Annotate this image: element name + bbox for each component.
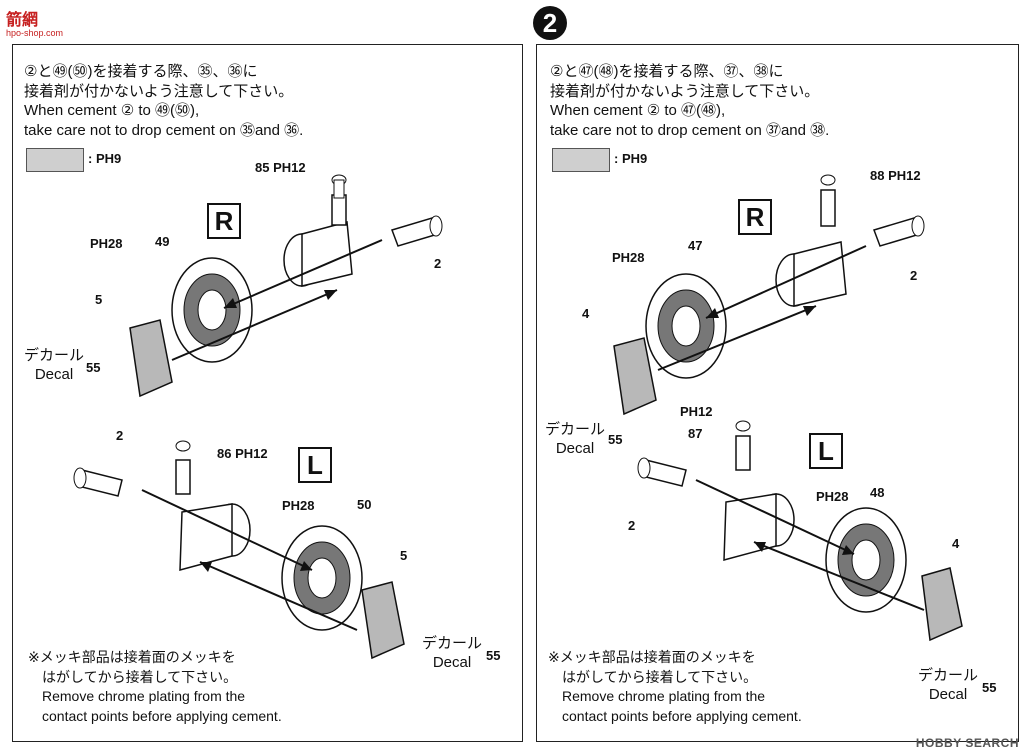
caliper-l [361, 581, 405, 660]
part-caliper-r-left: 5 [95, 292, 103, 307]
part-shaft-l-right: 2 [628, 518, 636, 533]
paint-disc-r-left: PH28 [90, 236, 123, 251]
part-disc-l-left: 50 [357, 497, 372, 512]
diagram-right [613, 174, 963, 642]
step-number: 2 [533, 6, 567, 40]
paint-swatch [26, 148, 84, 172]
part-shaft-l-left: 2 [116, 428, 124, 443]
shaft-r [391, 215, 443, 247]
brake-disc-l [825, 507, 907, 613]
brake-disc-r [645, 273, 727, 379]
part-hub-r-right: 88 PH12 [870, 168, 921, 183]
hub-assembly-r [775, 174, 847, 307]
decal-number-r-left: 55 [86, 360, 101, 375]
caliper-r [613, 337, 657, 416]
brake-disc-l [281, 525, 363, 631]
side-label-l-left: L [298, 447, 332, 483]
caliper-r [129, 319, 173, 398]
part-caliper-r-right: 4 [582, 306, 590, 321]
part-hub-l-left: 86 PH12 [217, 446, 268, 461]
part-hub-l-right: 87 [688, 426, 703, 441]
hub-assembly-l [175, 440, 251, 571]
instruction-panel-right [536, 44, 1019, 742]
instruction-text-right: ②と㊼(㊽)を接着する際、㊲、㊳に 接着剤が付かないよう注意して下さい。 Whe… [550, 63, 830, 139]
part-caliper-l-left: 5 [400, 548, 408, 563]
paint-disc-l-right: PH28 [816, 489, 849, 504]
part-disc-l-right: 48 [870, 485, 885, 500]
part-shaft-r-left: 2 [434, 256, 442, 271]
brake-disc-r [171, 257, 253, 363]
side-label-r-right: R [738, 199, 772, 235]
paint-disc-r-right: PH28 [612, 250, 645, 265]
watermark: HOBBY SEARCH [915, 736, 1019, 750]
part-hub-r-left: 85 PH12 [255, 160, 306, 175]
decal-number-r-right: 55 [608, 432, 623, 447]
shaft-r [873, 215, 925, 247]
part-disc-r-left: 49 [155, 234, 170, 249]
instruction-text-left: ②と㊾(㊿)を接着する際、㉟、㊱に 接着剤が付かないよう注意して下さい。 Whe… [24, 63, 304, 139]
paint-code-legend: : PH9 [88, 151, 122, 166]
hub-assembly-l [723, 420, 795, 561]
paint-code-legend-right: : PH9 [614, 151, 648, 166]
shaft-l [637, 457, 687, 487]
shaft-l [73, 467, 123, 497]
paint-swatch-right [552, 148, 610, 172]
part-caliper-l-right: 4 [952, 536, 960, 551]
decal-number-l-left: 55 [486, 648, 501, 663]
paint-part-l-right: PH12 [680, 404, 713, 419]
paint-disc-l-left: PH28 [282, 498, 315, 513]
diagram-left [73, 174, 443, 660]
chrome-note-right: ※メッキ部品は接着面のメッキを はがしてから接着して下さい。 Remove ch… [548, 649, 802, 724]
decal-number-l-right: 55 [982, 680, 997, 695]
instruction-panel-left [12, 44, 523, 742]
part-shaft-r-right: 2 [910, 268, 918, 283]
side-label-l-right: L [809, 433, 843, 469]
caliper-l [921, 567, 963, 642]
part-disc-r-right: 47 [688, 238, 703, 253]
side-label-r-left: R [207, 203, 241, 239]
hub-assembly-r [283, 174, 353, 287]
chrome-note-left: ※メッキ部品は接着面のメッキを はがしてから接着して下さい。 Remove ch… [28, 649, 282, 724]
